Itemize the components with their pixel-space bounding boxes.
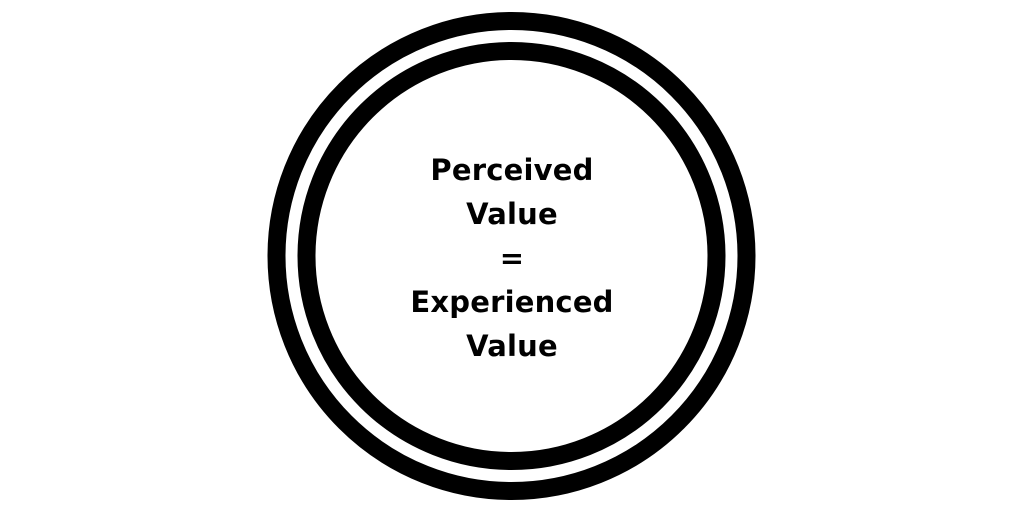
line-experienced: Experienced [410, 285, 614, 319]
line-equals: = [499, 241, 525, 275]
inner-ring [297, 42, 726, 470]
line-value-1: Value [466, 197, 558, 231]
line-perceived: Perceived [430, 153, 594, 187]
equation-text: Perceived Value = Experienced Value [312, 148, 712, 368]
line-value-2: Value [466, 329, 558, 363]
outer-ring [267, 12, 756, 500]
